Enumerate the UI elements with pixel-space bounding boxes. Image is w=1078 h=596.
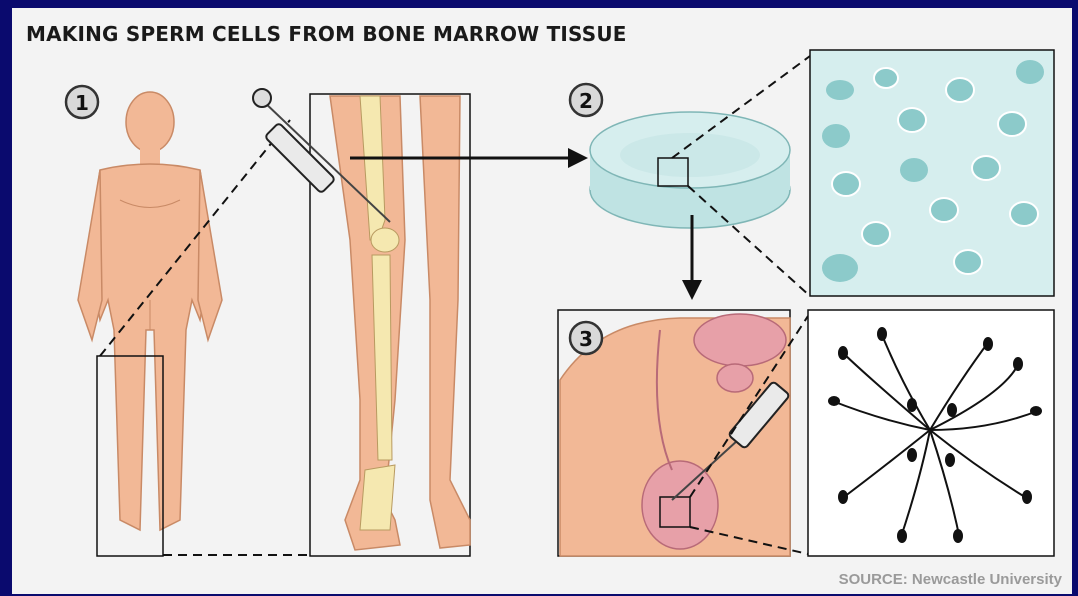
step-1-badge: 1 [66, 86, 98, 118]
step-3-number: 3 [579, 327, 593, 351]
step-2-badge: 2 [570, 84, 602, 116]
human-figure [78, 92, 222, 530]
petri-dish [590, 112, 790, 228]
leg-panel [310, 94, 470, 556]
sperm-cells-panel [808, 310, 1054, 556]
stem-cells-panel [810, 50, 1054, 296]
step-2-number: 2 [579, 89, 593, 113]
step-3-badge: 3 [570, 322, 602, 354]
step-1-number: 1 [75, 91, 89, 115]
